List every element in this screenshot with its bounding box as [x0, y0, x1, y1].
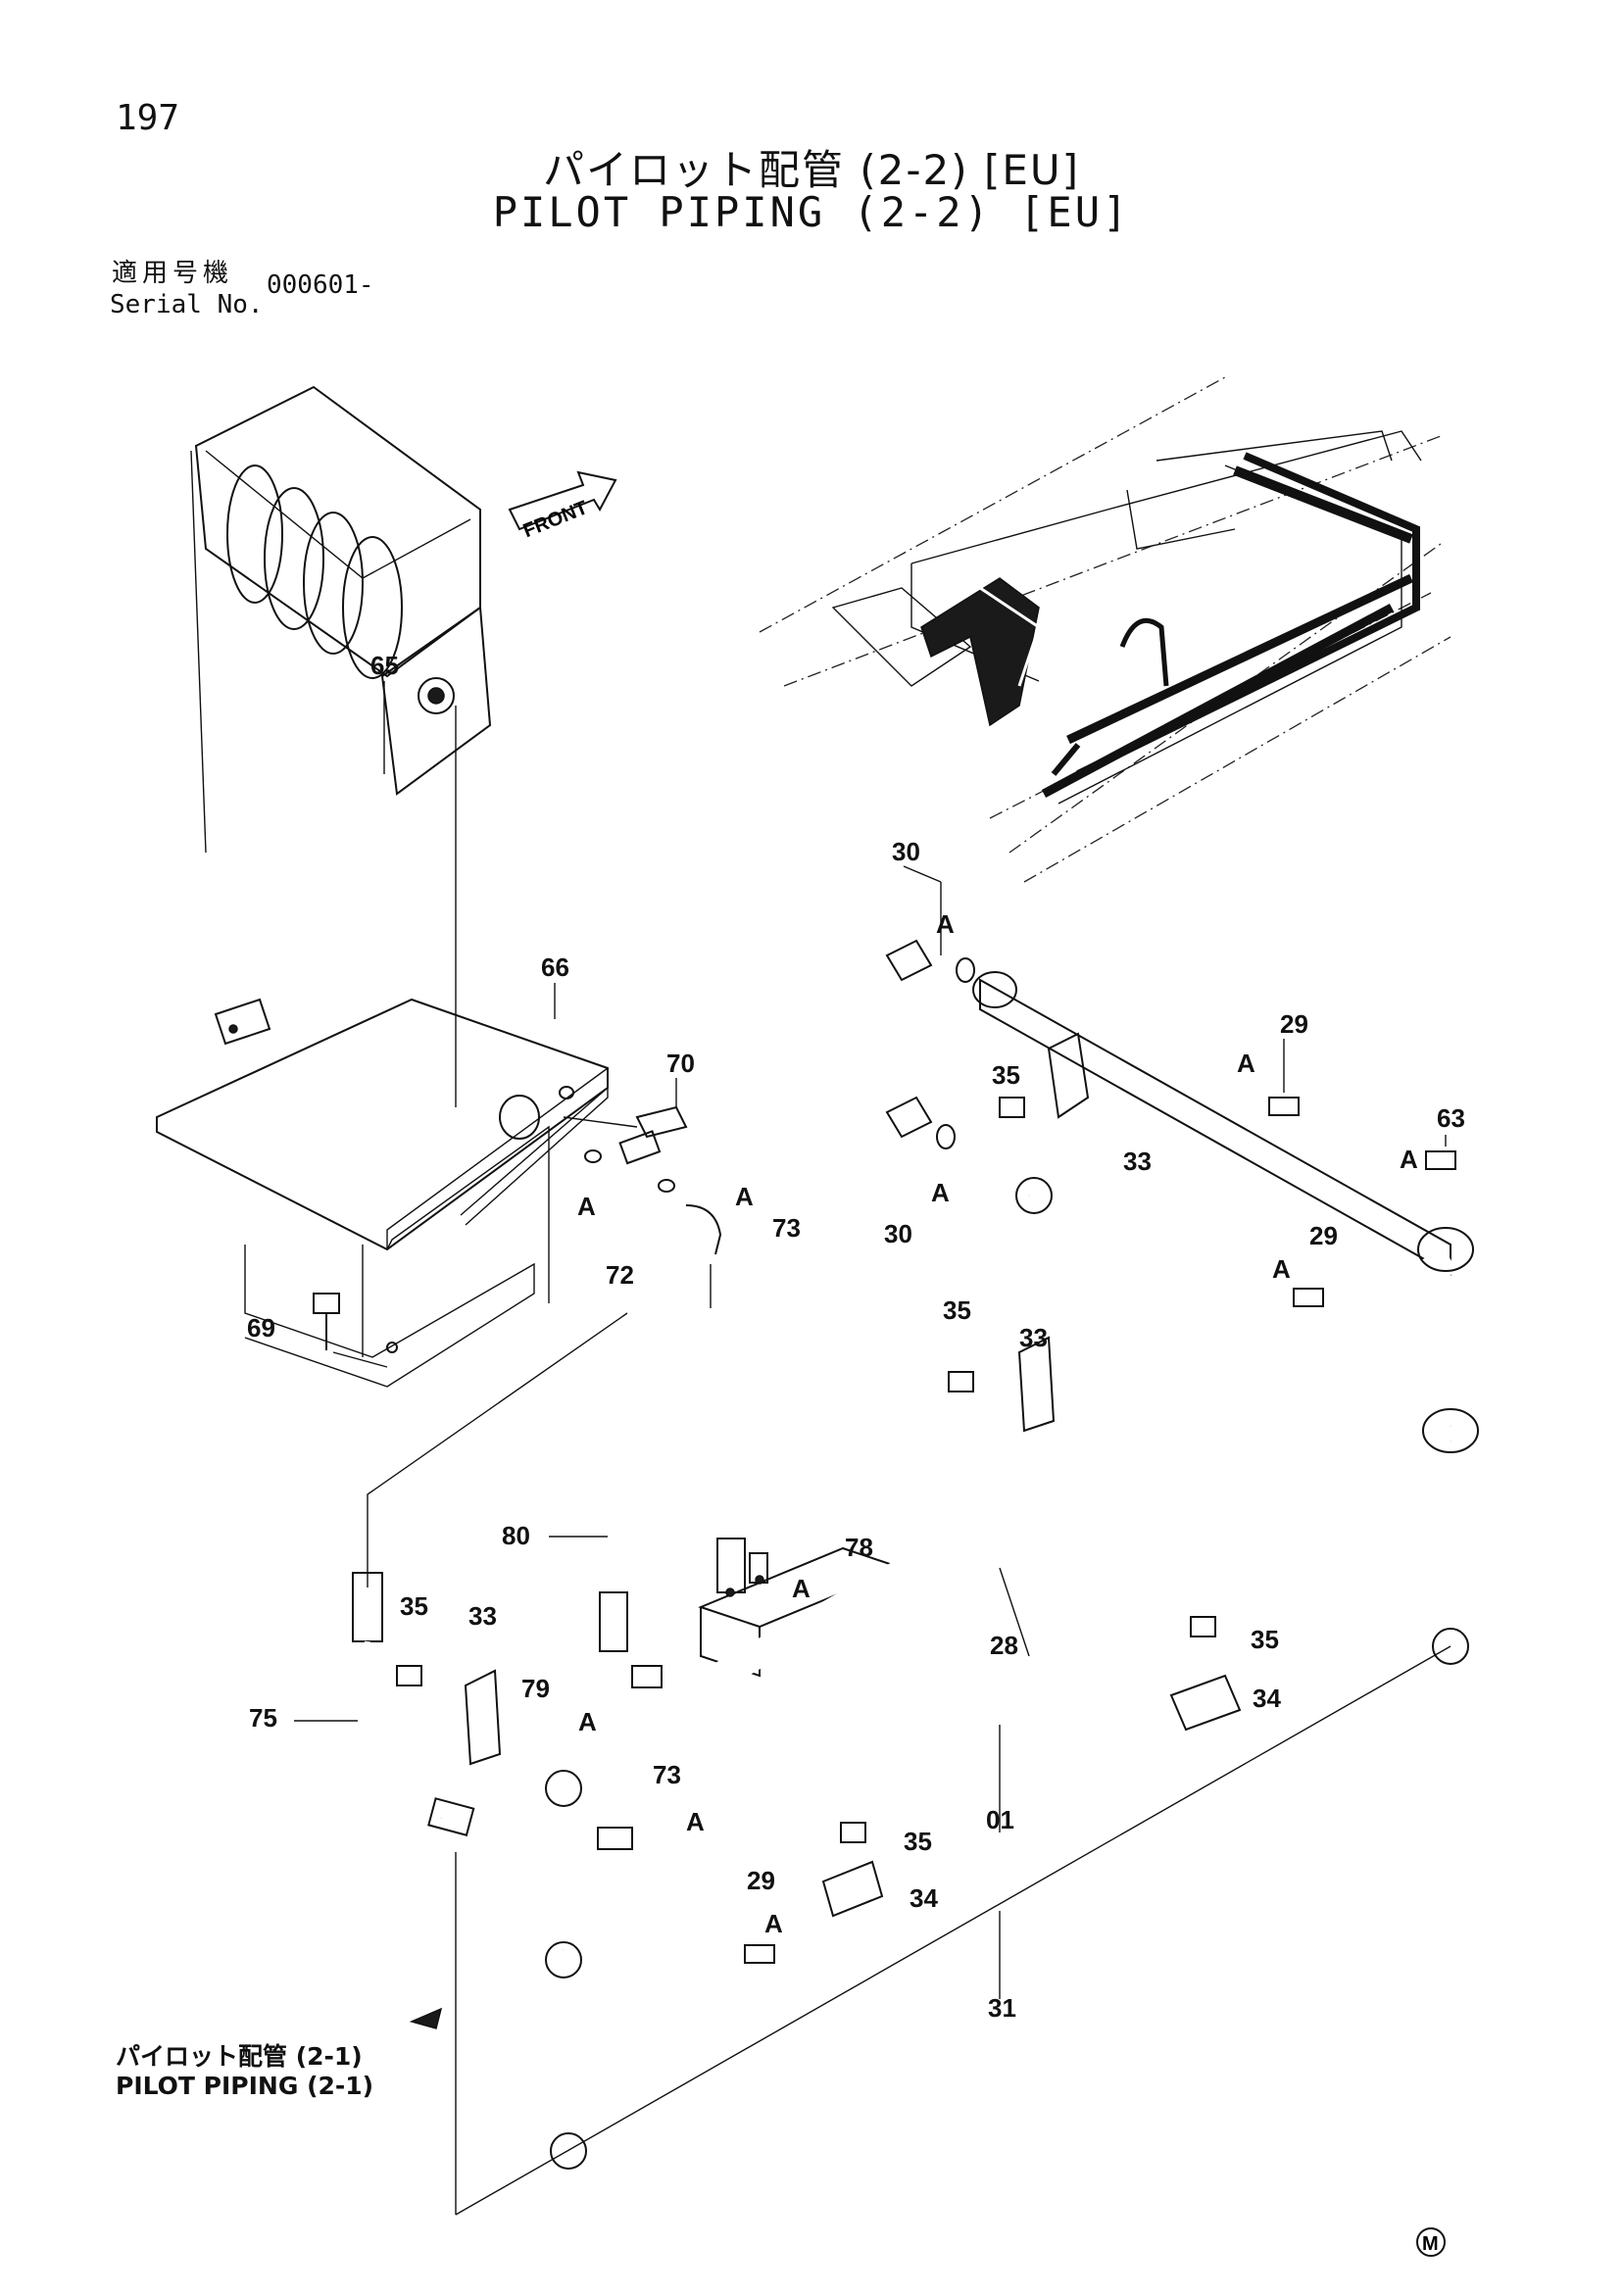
pipe-end-nuts — [545, 1177, 1053, 1978]
callout-34b: 34 — [910, 1883, 938, 1913]
hose-75[interactable] — [352, 1312, 628, 1836]
callout-66: 66 — [541, 953, 569, 982]
serial-value: 000601- — [267, 270, 374, 300]
pipe-01[interactable] — [557, 1183, 1479, 1963]
callout-35c: 35 — [400, 1591, 428, 1621]
svg-text:A: A — [931, 1178, 950, 1207]
serial-label-en: Serial No. — [110, 290, 264, 319]
svg-text:A: A — [1237, 1049, 1255, 1078]
svg-text:M: M — [1422, 2233, 1439, 2255]
svg-text:A: A — [792, 1574, 811, 1603]
page-title-jp: パイロット配管 (2-2) [EU] — [542, 146, 1081, 194]
callout-80: 80 — [502, 1521, 530, 1550]
callout-35d: 35 — [1251, 1625, 1279, 1654]
svg-text:A: A — [1400, 1145, 1418, 1174]
page-number: 197 — [116, 98, 180, 138]
part-30-fittings[interactable] — [885, 939, 975, 1149]
callout-33c: 33 — [468, 1601, 497, 1631]
part-69-bolt[interactable] — [313, 1293, 388, 1368]
svg-text:A: A — [686, 1807, 705, 1836]
front-arrow-icon: FRONT — [508, 470, 617, 542]
callout-33a: 33 — [1123, 1147, 1152, 1176]
svg-text:A: A — [578, 1707, 597, 1736]
callout-30a: 30 — [892, 837, 920, 866]
reference-label-jp[interactable]: パイロット配管 (2-1) — [116, 2042, 363, 2071]
callout-65: 65 — [370, 651, 399, 680]
page-title-en: PILOT PIPING (2-2) [EU] — [492, 188, 1131, 236]
m-mark: M — [1416, 2227, 1446, 2257]
hose-80[interactable] — [599, 1407, 746, 1652]
svg-text:A: A — [735, 1182, 754, 1211]
arrow-left-icon — [409, 2007, 443, 2029]
serial-label-jp: 適用号機 — [112, 259, 234, 288]
callout-75: 75 — [249, 1703, 277, 1733]
svg-text:A: A — [936, 909, 955, 939]
leader-lines — [294, 681, 1447, 1999]
callout-72: 72 — [606, 1260, 634, 1290]
bolts-35[interactable] — [396, 1097, 1216, 1843]
callout-28: 28 — [990, 1631, 1018, 1660]
frame-leader — [409, 1645, 1451, 2216]
callout-35e: 35 — [904, 1827, 932, 1856]
part-70-72-73-fittings[interactable] — [563, 1105, 722, 1308]
callout-labels: 65 66 70 72 73 69 30 30 29 29 29 35 35 3… — [247, 651, 1465, 2023]
callout-73a: 73 — [772, 1213, 801, 1243]
callout-63: 63 — [1437, 1103, 1465, 1133]
callout-33b: 33 — [1019, 1323, 1048, 1352]
part-65-coil-assembly[interactable] — [190, 385, 492, 1107]
clamps-33-34[interactable] — [464, 1032, 1242, 1918]
callout-35b: 35 — [943, 1295, 971, 1325]
svg-text:A: A — [1272, 1254, 1291, 1284]
reference-label-en[interactable]: PILOT PIPING (2-1) — [116, 2072, 374, 2100]
part-66-bracket[interactable] — [156, 998, 609, 1388]
callout-73b: 73 — [653, 1760, 681, 1789]
callout-29c: 29 — [747, 1866, 775, 1895]
callout-69: 69 — [247, 1313, 275, 1343]
callout-34a: 34 — [1253, 1684, 1281, 1713]
callout-79: 79 — [521, 1674, 550, 1703]
callout-78: 78 — [845, 1533, 873, 1562]
callout-35a: 35 — [992, 1060, 1020, 1090]
a-markers: A A A A A A A A A A A — [577, 909, 1418, 1938]
svg-text:A: A — [764, 1909, 783, 1938]
fittings-29-63-78-79[interactable] — [597, 1097, 1456, 1964]
front-label: FRONT — [520, 497, 591, 542]
machine-frame-detail — [759, 376, 1451, 883]
callout-31: 31 — [988, 1993, 1016, 2023]
callout-70: 70 — [666, 1049, 695, 1078]
svg-text:A: A — [577, 1192, 596, 1221]
callout-30b: 30 — [884, 1219, 912, 1248]
callout-29b: 29 — [1309, 1221, 1338, 1250]
callout-29a: 29 — [1280, 1009, 1308, 1039]
